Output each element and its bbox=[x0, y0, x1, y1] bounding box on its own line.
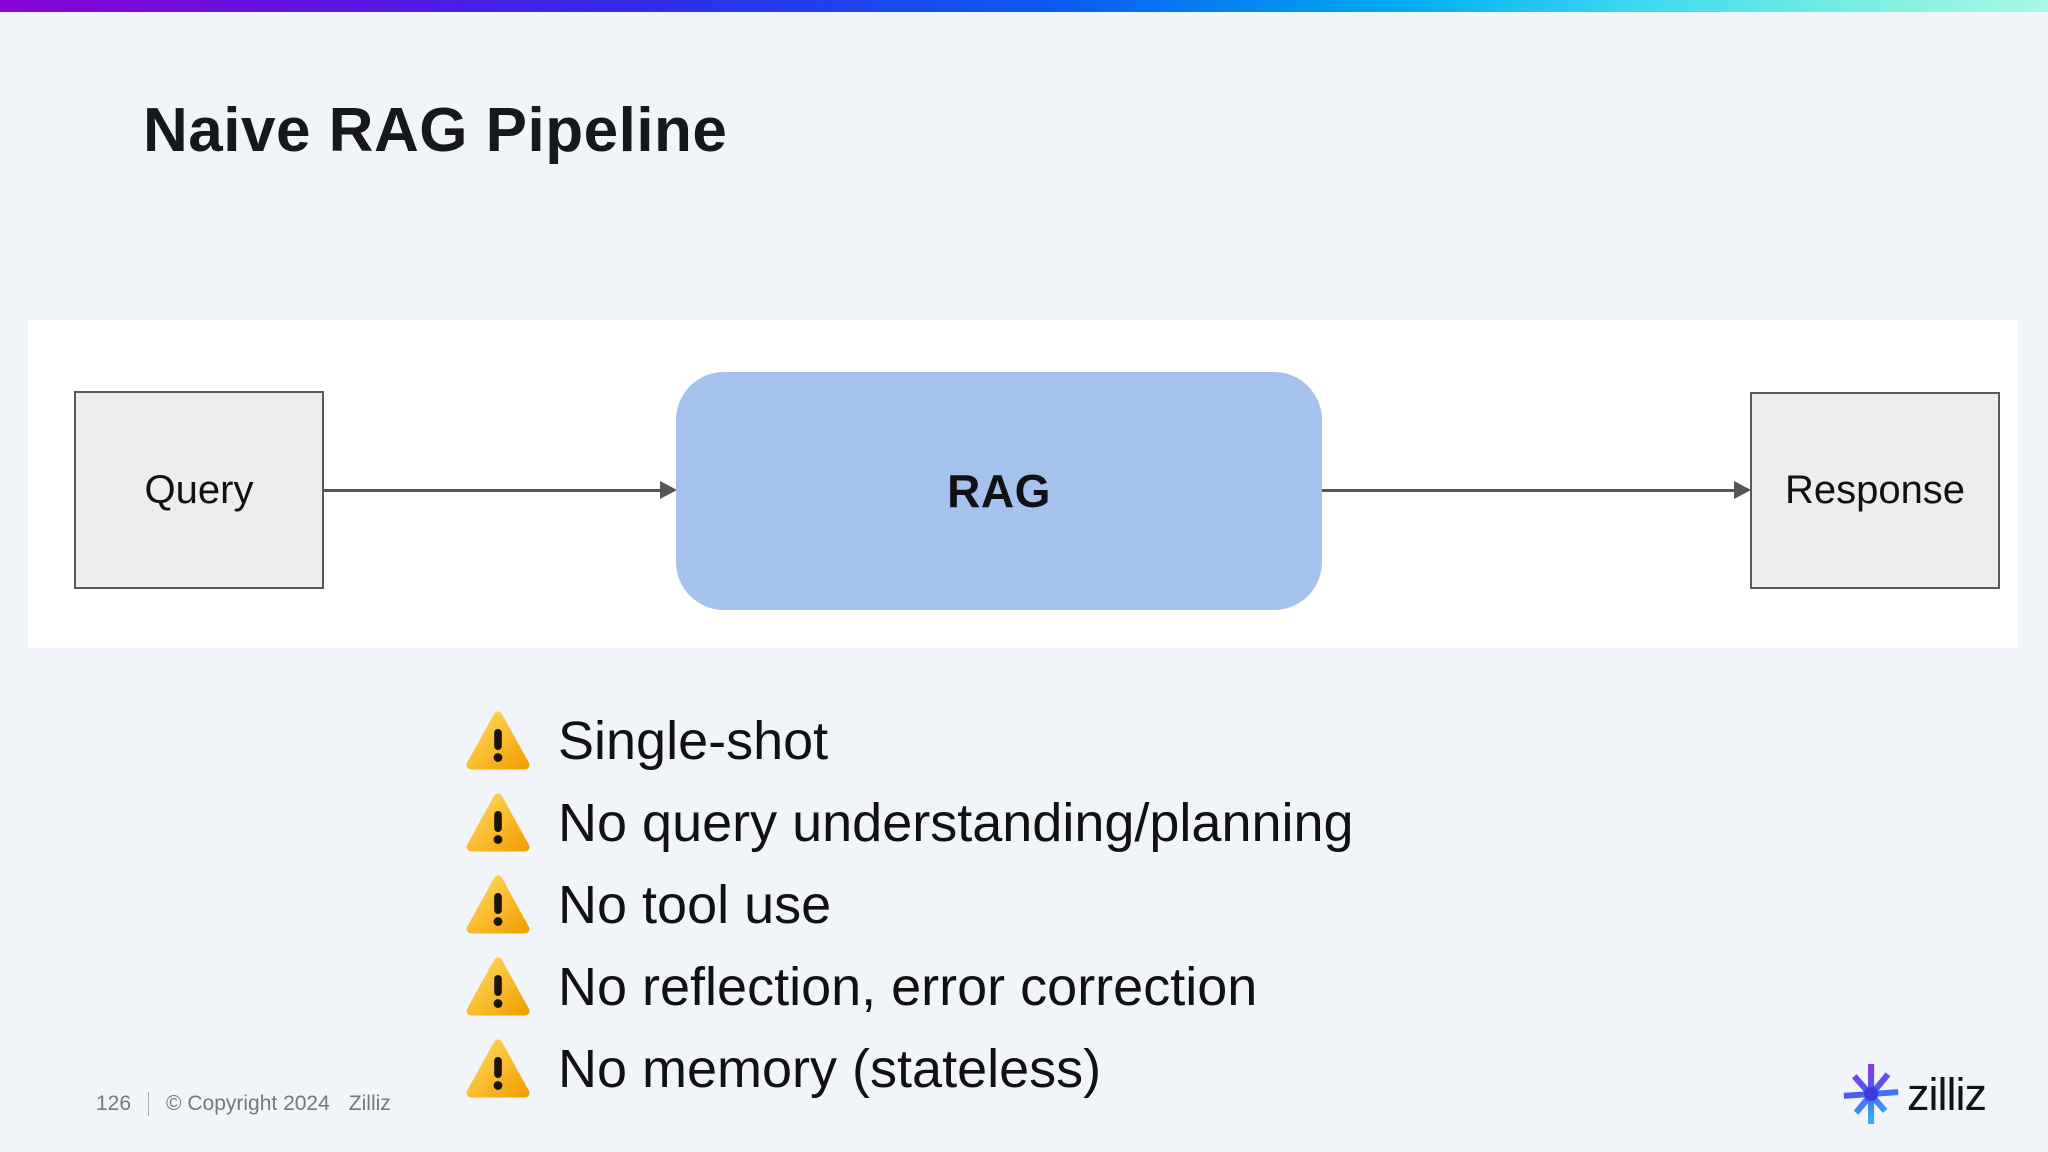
zilliz-spark-icon bbox=[1843, 1064, 1899, 1124]
warning-triangle-icon bbox=[466, 1039, 530, 1098]
warning-item: No tool use bbox=[466, 864, 1354, 946]
footer-divider bbox=[148, 1092, 150, 1116]
diagram-node-rag: RAG bbox=[676, 372, 1322, 610]
zilliz-wordmark: zilliz bbox=[1907, 1068, 1987, 1120]
warning-item-text: Single-shot bbox=[558, 711, 829, 771]
warning-triangle-icon bbox=[466, 875, 530, 934]
warning-item-text: No query understanding/planning bbox=[558, 793, 1354, 853]
warning-triangle-icon bbox=[466, 793, 530, 852]
response-node-label: Response bbox=[1784, 468, 1966, 512]
warning-item-text: No reflection, error correction bbox=[558, 957, 1258, 1017]
warning-item-text: No memory (stateless) bbox=[558, 1039, 1102, 1099]
warning-item: No reflection, error correction bbox=[466, 946, 1354, 1028]
diagram-node-query: Query bbox=[74, 391, 324, 589]
page-title: Naive RAG Pipeline bbox=[143, 96, 728, 165]
warning-triangle-icon bbox=[466, 957, 530, 1016]
warning-item: No memory (stateless) bbox=[466, 1028, 1354, 1110]
warning-item-text: No tool use bbox=[558, 875, 832, 935]
top-gradient-bar bbox=[0, 0, 2048, 12]
copyright-text: © Copyright 2024 bbox=[166, 1092, 330, 1115]
arrow-query-to-rag bbox=[324, 481, 677, 499]
page-number: 126 bbox=[96, 1092, 132, 1115]
zilliz-logo: zilliz bbox=[1842, 1060, 1987, 1128]
arrow-rag-to-response bbox=[1322, 481, 1751, 499]
footer-brand: Zilliz bbox=[348, 1092, 391, 1115]
footer: 126 © Copyright 2024 Zilliz bbox=[96, 1092, 391, 1116]
diagram-node-response: Response bbox=[1750, 392, 2000, 589]
warning-list: Single-shot No query understanding/plann… bbox=[466, 700, 1354, 1110]
rag-node-label: RAG bbox=[947, 465, 1051, 517]
query-node-label: Query bbox=[144, 467, 254, 512]
warning-item: No query understanding/planning bbox=[466, 782, 1354, 864]
warning-item: Single-shot bbox=[466, 700, 1354, 782]
warning-triangle-icon bbox=[466, 711, 530, 770]
